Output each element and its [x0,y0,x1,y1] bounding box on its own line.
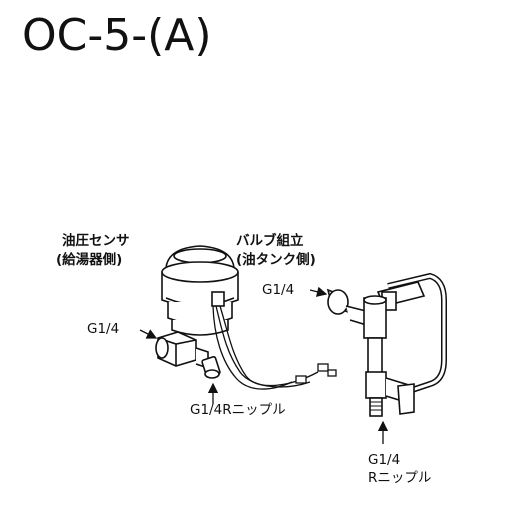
valve-name-label: バルブ組立 [236,233,304,249]
valve-sub-label: (油タンク側) [236,252,316,268]
sensor-sub-label: (給湯器側) [56,252,123,268]
sensor-nipple-label: G1/4Rニップル [190,402,286,418]
valve-nipple-label-line2: Rニップル [368,470,432,486]
leader-arrows [139,286,389,444]
valve-assembly [326,272,447,417]
valve-thread-label: G1/4 [262,282,295,298]
sensor-name-label: 油圧センサ [62,233,130,249]
valve-nipple-label-line1: G1/4 [368,452,401,468]
sensor-thread-label: G1/4 [87,321,120,337]
sensor-wires [212,305,337,390]
oil-pressure-sensor [155,245,239,379]
page-title: OC-5-(A) [22,10,212,61]
